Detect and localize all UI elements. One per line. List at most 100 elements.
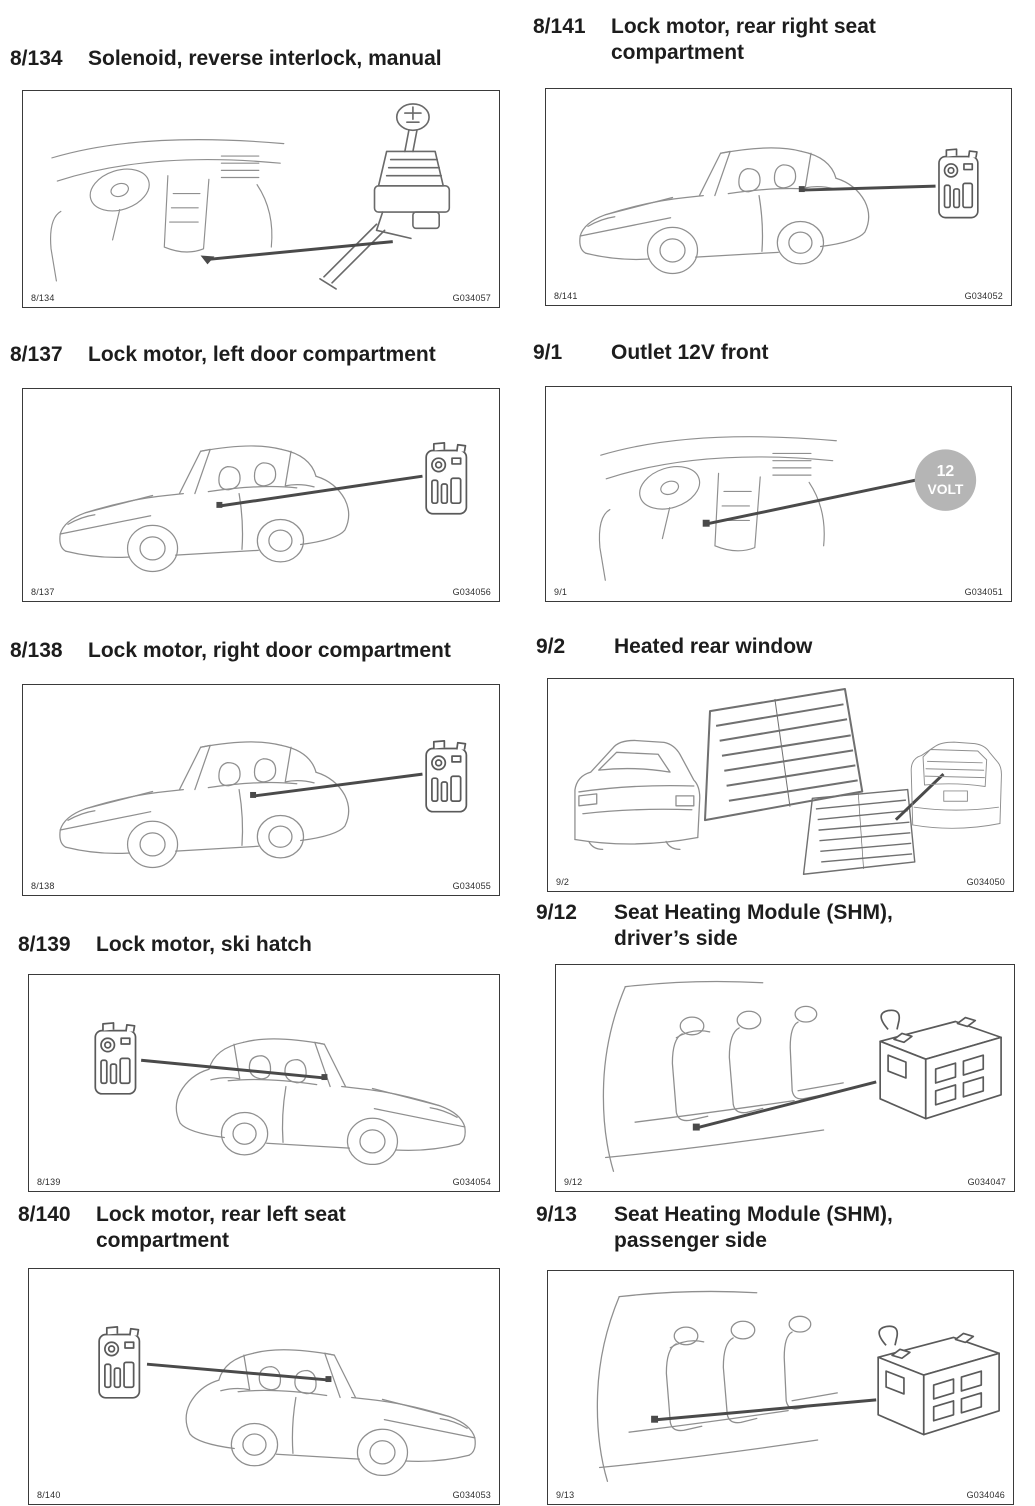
section-title: Seat Heating Module (SHM), passenger sid… [614,1203,893,1253]
figure-code: G034047 [967,1177,1006,1187]
lock-motor-icon [938,148,979,219]
section-title: Lock motor, ski hatch [96,933,312,956]
figure-label: 8/140 [37,1490,61,1500]
leader-endpoint [702,519,710,527]
lock-motor-icon [98,1326,141,1399]
illustration-solenoid-reverse-interlock [49,103,451,290]
section-title: Lock motor, left door compartment [88,343,436,366]
figure-label: 8/134 [31,293,55,303]
shm-module-icon [879,1009,1003,1120]
section-heading-9-1: 9/1 Outlet 12V front [533,340,1015,366]
cabin-illustration [602,980,844,1172]
leader-endpoint [692,1123,700,1131]
convertible-car-illustration [185,1349,476,1477]
leader-line [707,478,917,526]
figure-box-9-2: 9/2 G034050 [547,678,1014,892]
figure-label: 8/141 [554,291,578,301]
convertible-car-illustration [579,147,870,275]
illustration-shm-passenger-side [596,1290,1001,1482]
figure-label: 9/12 [564,1177,583,1187]
leader-line [140,1058,326,1080]
figure-code: G034050 [966,877,1005,887]
dashboard-illustration [49,139,285,282]
leader-arrowhead [200,255,215,265]
section-number: 9/12 [536,901,577,924]
section-title: Lock motor, right door compartment [88,639,451,662]
leader-endpoint [651,1415,659,1423]
section-heading-8-139: 8/139 Lock motor, ski hatch [18,932,502,958]
leader-line [207,240,393,261]
figure-box-8-134: 8/134 G034057 [22,90,500,308]
illustration-lock-motor-ski-hatch [94,1022,466,1166]
section-title: Lock motor, rear right seat compartment [611,15,876,65]
section-heading-8-137: 8/137 Lock motor, left door compartment [10,342,502,368]
cabin-illustration [596,1290,838,1482]
section-title: Solenoid, reverse interlock, manual [88,47,442,70]
illustration-lock-motor-right-door [59,739,468,869]
figure-box-8-141: 8/141 G034052 [545,88,1012,306]
section-heading-8-138: 8/138 Lock motor, right door compartment [10,638,502,664]
wagon-rear-illustration [910,741,1003,829]
figure-label: 9/2 [556,877,570,887]
leader-line [655,1398,877,1422]
illustration-heated-rear-window [574,687,1003,875]
section-title: Outlet 12V front [611,341,769,364]
figure-box-9-12: 9/12 G034047 [555,964,1015,1192]
figure-code: G034046 [966,1490,1005,1500]
section-number: 9/13 [536,1203,577,1226]
section-heading-8-141: 8/141 Lock motor, rear right seat compar… [533,14,1015,67]
gear-shifter-icon [319,103,451,290]
figure-box-9-1: 12 VOLT 9/1 G034051 [545,386,1012,602]
leader-line [220,474,423,508]
section-heading-9-13: 9/13 Seat Heating Module (SHM), passenge… [536,1202,1015,1255]
section-number: 8/138 [10,639,63,662]
leader-line [697,1080,877,1130]
section-number: 9/2 [536,635,566,658]
figure-box-8-140: 8/140 G034053 [28,1268,500,1505]
figure-code: G034051 [964,587,1003,597]
dashboard-illustration [598,436,837,581]
figure-code: G034054 [452,1177,491,1187]
volt-badge-line2: VOLT [927,481,963,497]
section-heading-9-2: 9/2 Heated rear window [536,634,1015,660]
volt-badge: 12 VOLT [914,449,977,511]
illustration-lock-motor-rear-left-seat [98,1326,476,1477]
heated-grid-icon-large [695,687,865,822]
section-heading-8-140: 8/140 Lock motor, rear left seat compart… [18,1202,502,1255]
leader-endpoint [250,791,257,798]
leader-endpoint [321,1074,328,1081]
section-number: 8/137 [10,343,63,366]
section-number: 8/141 [533,15,586,38]
convertible-car-illustration [59,741,350,869]
illustration-lock-motor-rear-right-seat [579,147,979,275]
illustration-shm-driver-side [602,980,1003,1172]
section-number: 8/134 [10,47,63,70]
figure-code: G034055 [452,881,491,891]
section-number: 8/139 [18,933,71,956]
illustration-lock-motor-left-door [59,441,468,573]
figure-code: G034053 [452,1490,491,1500]
figure-box-8-137: 8/137 G034056 [22,388,500,602]
section-heading-8-134: 8/134 Solenoid, reverse interlock, manua… [10,46,502,72]
leader-line [802,184,936,192]
figure-box-8-138: 8/138 G034055 [22,684,500,896]
illustration-outlet-12v-front: 12 VOLT [598,436,977,581]
convertible-car-illustration [59,445,350,573]
lock-motor-icon [94,1022,137,1095]
section-title: Lock motor, rear left seat compartment [96,1203,346,1253]
heated-grid-icon-small [802,788,916,875]
section-heading-9-12: 9/12 Seat Heating Module (SHM), driver’s… [536,900,1015,953]
figure-label: 8/137 [31,587,55,597]
figure-code: G034056 [452,587,491,597]
figure-label: 8/138 [31,881,55,891]
lock-motor-icon [425,739,468,813]
leader-endpoint [798,186,805,193]
leader-endpoint [325,1376,332,1383]
sedan-rear-illustration [574,739,701,851]
figure-label: 9/1 [554,587,568,597]
section-title: Heated rear window [614,635,813,658]
section-number: 9/1 [533,341,563,364]
lock-motor-icon [425,441,468,515]
convertible-car-illustration [175,1038,466,1166]
